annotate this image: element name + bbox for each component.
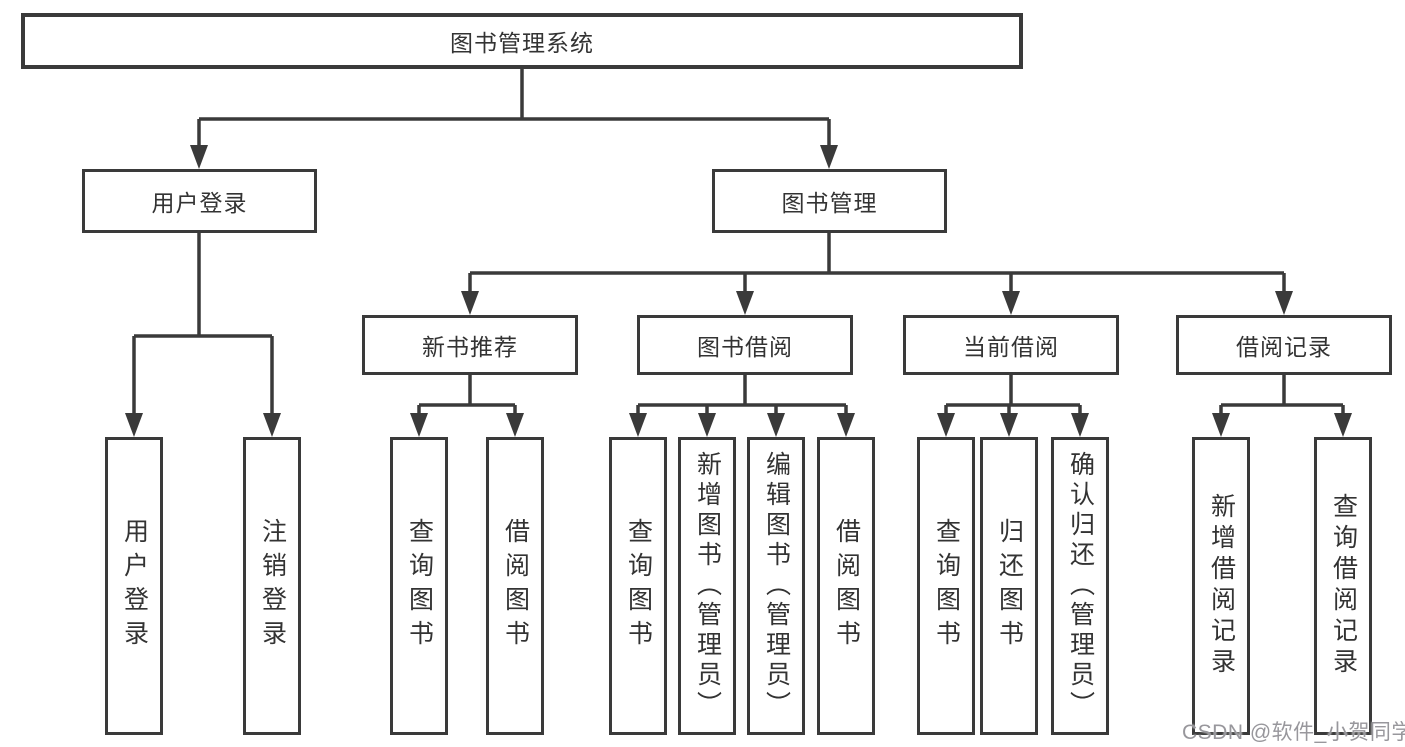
leaf-edit-book-admin: 编辑图书（管理员）	[747, 437, 805, 735]
connector-currentborrow-to-leaves	[944, 375, 1082, 417]
connector-borrowrecord-to-leaves	[1219, 375, 1345, 417]
node-new-book-recommend: 新书推荐	[362, 315, 578, 375]
node-current-borrow: 当前借阅	[903, 315, 1119, 375]
leaf-add-borrow-record: 新增借阅记录	[1192, 437, 1250, 735]
node-label: 查询图书	[405, 518, 434, 654]
node-label: 用户登录	[120, 518, 149, 654]
connector-newbook-to-leaves	[417, 375, 517, 417]
node-label: 新书推荐	[422, 334, 518, 360]
connector-bookborrow-to-leaves	[636, 375, 848, 417]
node-label: 注销登录	[258, 518, 287, 654]
leaf-logout: 注销登录	[243, 437, 301, 735]
leaf-borrow-book-2: 借阅图书	[817, 437, 875, 735]
node-label: 图书管理系统	[450, 30, 594, 56]
node-library-management-system: 图书管理系统	[21, 13, 1023, 69]
node-book-management: 图书管理	[712, 169, 947, 233]
connector-userlogin-to-leaves	[132, 233, 274, 417]
node-label: 用户登录	[151, 190, 248, 216]
node-label: 查询借阅记录	[1329, 493, 1358, 679]
node-label: 新增图书（管理员）	[693, 451, 722, 721]
node-label: 当前借阅	[963, 334, 1059, 360]
node-label: 借阅图书	[832, 518, 861, 654]
arrowheads-level3	[461, 291, 1293, 315]
connector-root-to-level2	[197, 69, 831, 149]
node-label: 确认归还（管理员）	[1066, 451, 1095, 721]
node-label: 借阅图书	[501, 518, 530, 654]
node-label: 查询图书	[932, 518, 961, 654]
watermark: CSDN @软件_小贺同学	[1182, 721, 1405, 744]
leaf-user-login: 用户登录	[105, 437, 163, 735]
leaf-query-book-2: 查询图书	[609, 437, 667, 735]
node-label: 编辑图书（管理员）	[762, 451, 791, 721]
node-label: 借阅记录	[1236, 334, 1332, 360]
node-user-login: 用户登录	[82, 169, 317, 233]
arrowheads-leaves	[125, 413, 1352, 437]
leaf-add-book-admin: 新增图书（管理员）	[678, 437, 736, 735]
node-label: 新增借阅记录	[1207, 493, 1236, 679]
node-borrow-record: 借阅记录	[1176, 315, 1392, 375]
leaf-query-book-1: 查询图书	[390, 437, 448, 735]
node-label: 图书借阅	[697, 334, 793, 360]
node-label: 查询图书	[624, 518, 653, 654]
leaf-confirm-return-admin: 确认归还（管理员）	[1051, 437, 1109, 735]
leaf-query-book-3: 查询图书	[917, 437, 975, 735]
arrowheads-level2	[190, 145, 838, 169]
connector-bookmgmt-to-level3	[468, 233, 1286, 295]
leaf-return-book: 归还图书	[980, 437, 1038, 735]
leaf-query-borrow-record: 查询借阅记录	[1314, 437, 1372, 735]
node-label: 归还图书	[995, 518, 1024, 654]
node-book-borrow: 图书借阅	[637, 315, 853, 375]
leaf-borrow-book-1: 借阅图书	[486, 437, 544, 735]
node-label: 图书管理	[781, 190, 878, 216]
